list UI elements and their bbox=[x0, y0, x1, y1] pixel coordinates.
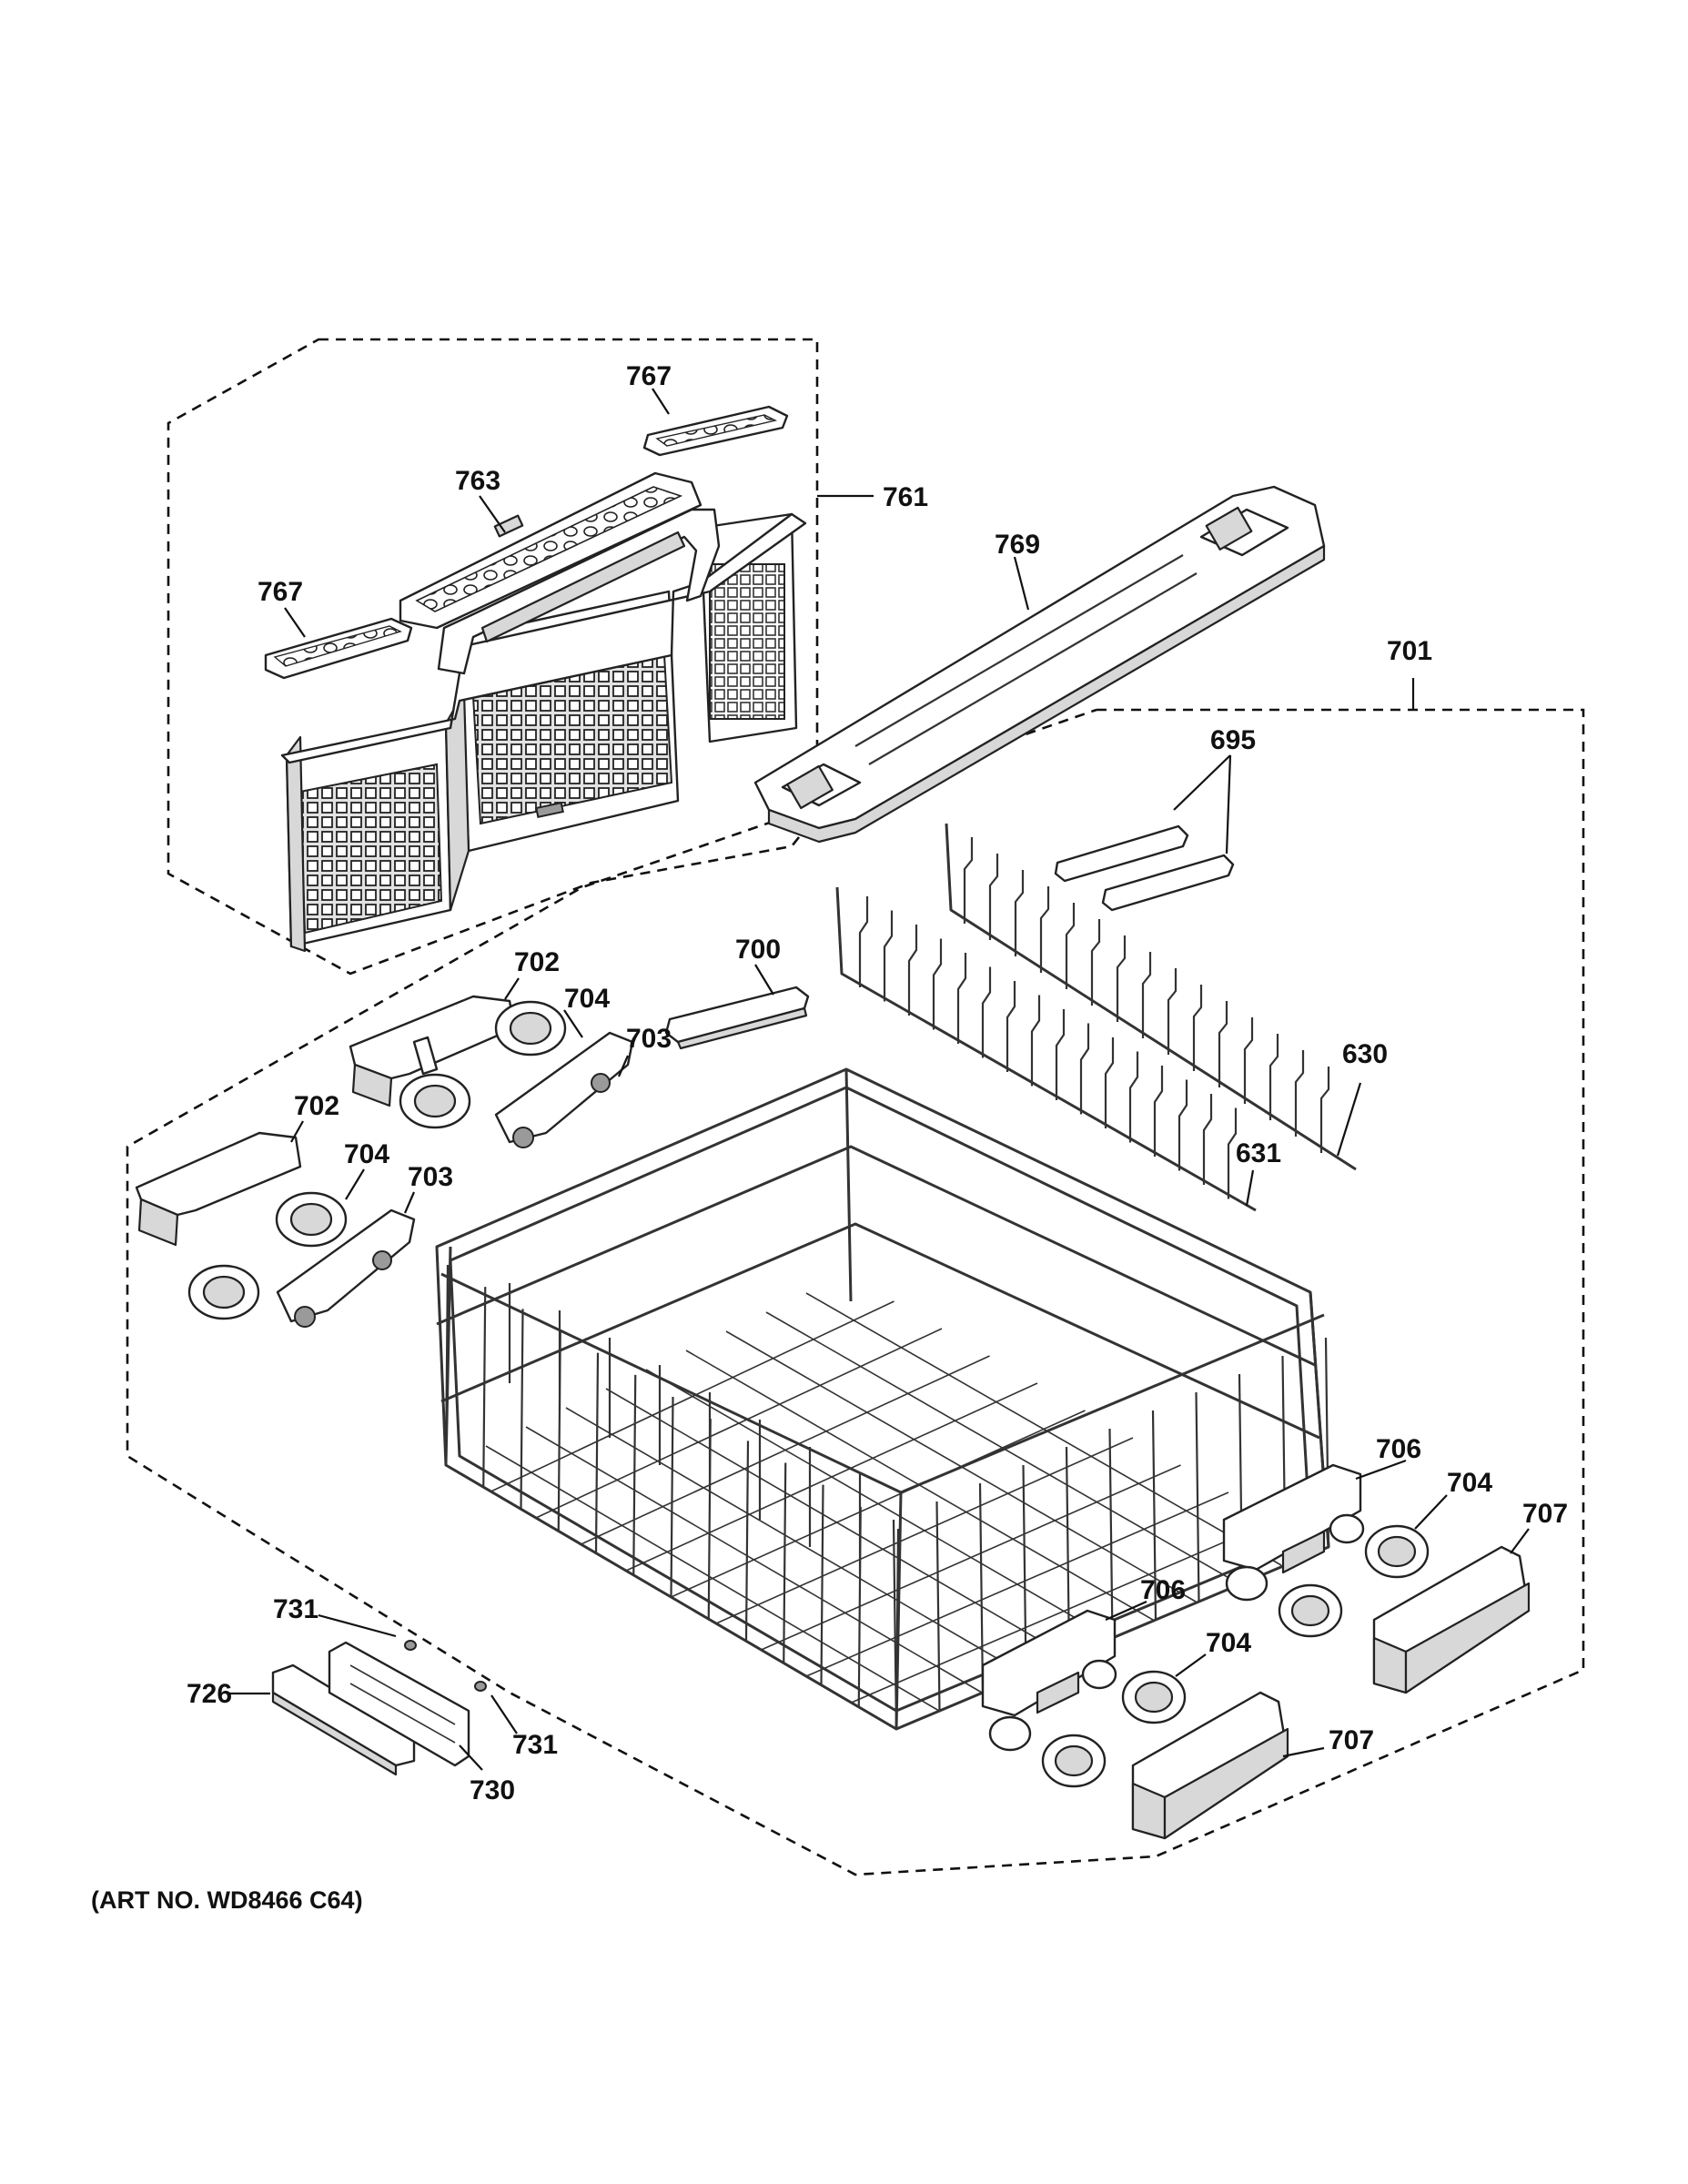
roller-carrier-702-upper bbox=[349, 995, 516, 1107]
basket-lid-767-top bbox=[642, 405, 789, 457]
holder-700 bbox=[664, 986, 810, 1050]
callout-731: 731 bbox=[273, 1594, 318, 1624]
callout-730: 730 bbox=[470, 1775, 515, 1805]
callout-695: 695 bbox=[1210, 725, 1256, 755]
callout-702: 702 bbox=[294, 1091, 339, 1121]
callout-706: 706 bbox=[1140, 1575, 1186, 1605]
rack-slide-rail-769 bbox=[753, 485, 1326, 844]
roller-carrier-706-lower bbox=[981, 1609, 1117, 1752]
screw-731-lower bbox=[474, 1681, 487, 1692]
callout-769: 769 bbox=[995, 530, 1040, 560]
tine-assembly-630 bbox=[835, 823, 1357, 1212]
callout-704: 704 bbox=[1447, 1468, 1492, 1498]
roller-carrier-703-upper bbox=[494, 1031, 634, 1148]
callout-767: 767 bbox=[626, 361, 672, 391]
handle-bracket-730 bbox=[328, 1641, 470, 1767]
callout-704: 704 bbox=[1206, 1628, 1251, 1658]
lower-dish-rack bbox=[435, 1067, 1330, 1731]
callout-701: 701 bbox=[1387, 636, 1432, 666]
basket-cover-763 bbox=[399, 471, 702, 630]
callout-704: 704 bbox=[344, 1139, 389, 1169]
basket-lid-767-left bbox=[264, 617, 413, 680]
end-cap-707-upper bbox=[1372, 1545, 1531, 1694]
callout-702: 702 bbox=[514, 947, 560, 977]
lower-rack-group-outline bbox=[126, 708, 1585, 1876]
art-number-caption: (ART NO. WD8466 C64) bbox=[91, 1886, 363, 1914]
callout-731: 731 bbox=[512, 1730, 558, 1760]
silverware-basket-group-outline bbox=[167, 338, 819, 976]
callout-761: 761 bbox=[883, 482, 928, 512]
callout-700: 700 bbox=[735, 935, 781, 965]
roller-704-c bbox=[1278, 1524, 1430, 1638]
callout-706: 706 bbox=[1376, 1434, 1421, 1464]
callout-703: 703 bbox=[626, 1024, 672, 1054]
callout-labels: 767 763 761 767 769 701 695 700 702 704 … bbox=[187, 361, 1568, 1805]
callout-631: 631 bbox=[1236, 1138, 1281, 1168]
roller-carrier-702-lower bbox=[135, 1131, 302, 1247]
handle-cover-726 bbox=[271, 1663, 416, 1776]
roller-704-a bbox=[399, 1000, 567, 1129]
screw-731-upper bbox=[404, 1640, 417, 1651]
callout-704: 704 bbox=[564, 984, 610, 1014]
roller-704-b bbox=[187, 1191, 348, 1320]
callout-763: 763 bbox=[455, 466, 500, 496]
roller-704-d bbox=[1041, 1670, 1187, 1788]
leader-lines bbox=[227, 388, 1530, 1771]
silverware-basket bbox=[280, 508, 807, 953]
callout-630: 630 bbox=[1342, 1039, 1388, 1069]
callout-726: 726 bbox=[187, 1679, 232, 1709]
clips-695 bbox=[1054, 824, 1235, 912]
callout-767: 767 bbox=[258, 577, 303, 607]
roller-carrier-706-upper bbox=[1222, 1463, 1365, 1602]
callout-703: 703 bbox=[408, 1162, 453, 1192]
roller-carrier-703-lower bbox=[276, 1208, 416, 1328]
callout-707: 707 bbox=[1522, 1499, 1568, 1529]
callout-707: 707 bbox=[1329, 1725, 1374, 1755]
